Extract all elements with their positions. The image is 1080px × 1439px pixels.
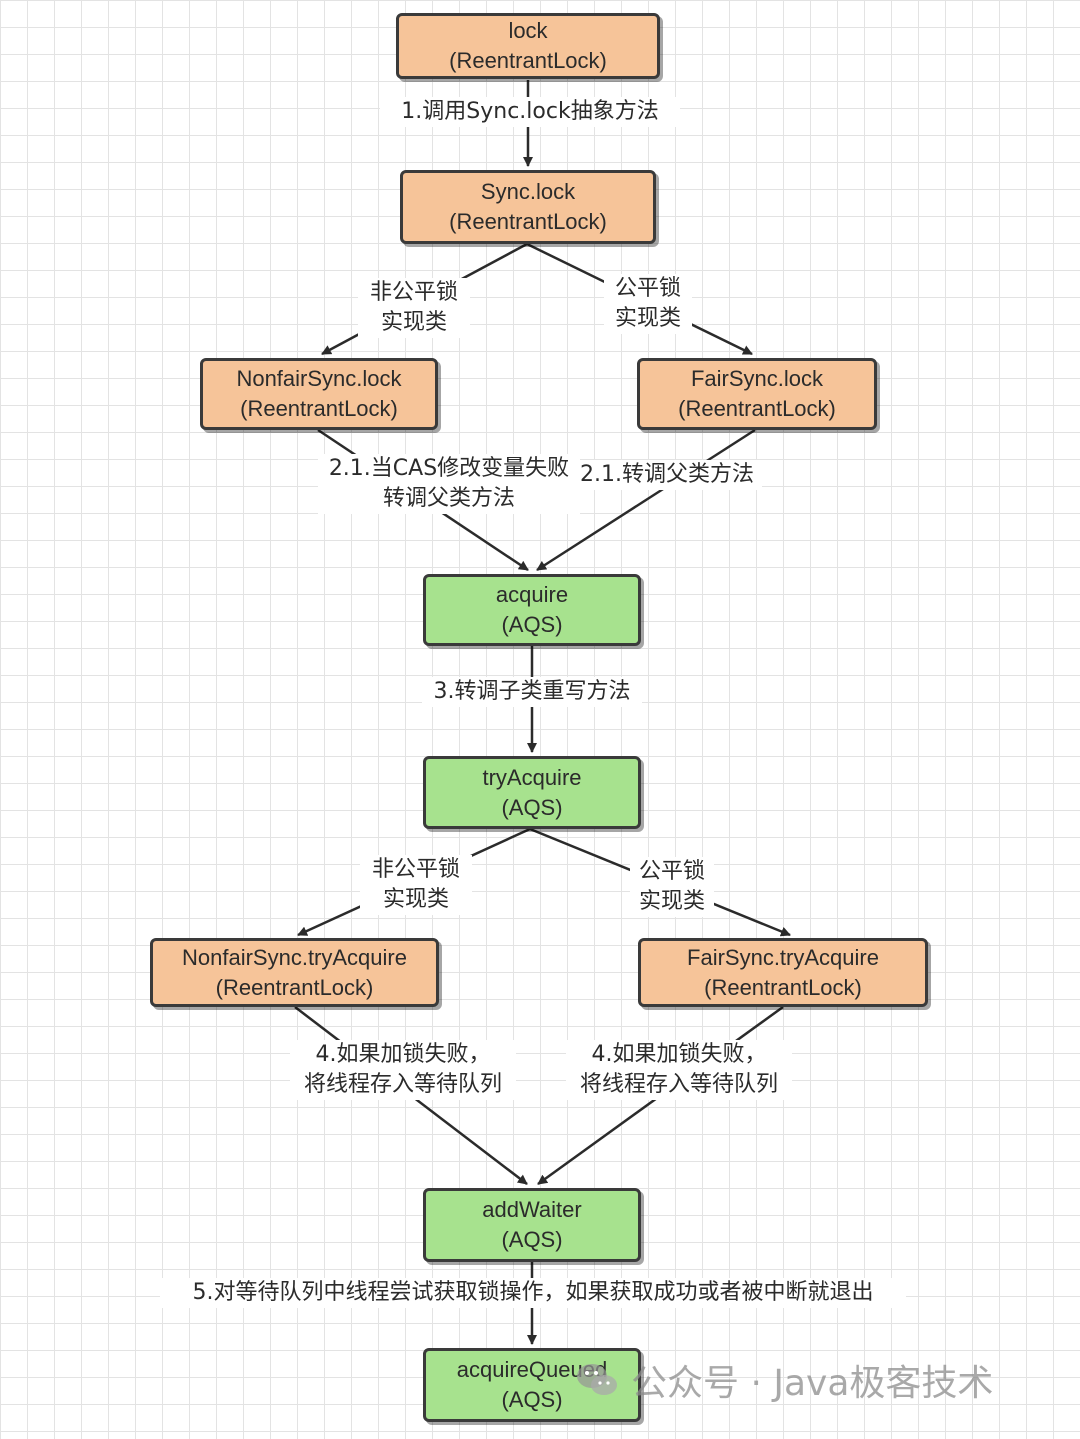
label-nonfair-impl-1: 非公平锁 实现类 (358, 278, 470, 338)
node-nonfair-try-acquire-owner: (ReentrantLock) (215, 974, 374, 1000)
node-fair-lock-owner: (ReentrantLock) (678, 396, 836, 421)
node-acquire-queued-owner: (AQS) (501, 1387, 563, 1412)
label-nonfair-impl-2-line1: 非公平锁 (371, 857, 460, 882)
label-step3: 3.转调子类重写方法 (422, 677, 642, 707)
node-nonfair-try-acquire: NonfairSync.tryAcquire (ReentrantLock) (150, 938, 439, 1007)
node-sync-lock-owner: (ReentrantLock) (449, 209, 607, 234)
label-step4-fair-line2: 将线程存入等待队列 (579, 1072, 778, 1097)
label-step2-1-fair: 2.1.转调父类方法 (572, 460, 762, 490)
node-fair-lock: FairSync.lock (ReentrantLock) (637, 358, 877, 430)
node-nonfair-try-acquire-name: NonfairSync.tryAcquire (182, 944, 407, 970)
node-acquire-name: acquire (495, 582, 569, 607)
watermark: 公众号 · Java极客技术 (575, 1350, 993, 1410)
node-nonfair-lock-owner: (ReentrantLock) (240, 396, 398, 421)
label-fair-impl-2-line2: 实现类 (638, 889, 705, 914)
label-nonfair-impl-2: 非公平锁 实现类 (360, 855, 472, 915)
node-try-acquire: tryAcquire (AQS) (423, 756, 641, 829)
label-step4-fair: 4.如果加锁失败， 将线程存入等待队列 (566, 1040, 792, 1100)
label-step2-1-nonfair-line1: 2.1.当CAS修改变量失败 (328, 456, 570, 481)
label-step5: 5.对等待队列中线程尝试获取锁操作，如果获取成功或者被中断就退出 (160, 1278, 906, 1308)
edge-fair-to-acquire (536, 428, 756, 572)
label-step2-1-nonfair-line2: 转调父类方法 (382, 486, 515, 511)
label-step1: 1.调用Sync.lock抽象方法 (380, 97, 680, 127)
node-nonfair-lock-name: NonfairSync.lock (236, 366, 402, 391)
label-step5-text: 5.对等待队列中线程尝试获取锁操作，如果获取成功或者被中断就退出 (192, 1280, 874, 1305)
label-step2-1-fair-text: 2.1.转调父类方法 (580, 462, 754, 487)
node-lock-name: lock (508, 18, 548, 43)
node-add-waiter-owner: (AQS) (501, 1227, 563, 1252)
node-try-acquire-name: tryAcquire (482, 764, 582, 790)
node-try-acquire-owner: (AQS) (501, 794, 563, 820)
label-nonfair-impl-1-line2: 实现类 (380, 310, 447, 335)
label-fair-impl-1-line1: 公平锁 (614, 276, 681, 301)
node-sync-lock: Sync.lock (ReentrantLock) (400, 170, 656, 244)
label-step1-text: 1.调用Sync.lock抽象方法 (401, 99, 659, 124)
label-nonfair-impl-2-line2: 实现类 (382, 887, 449, 912)
label-step2-1-nonfair: 2.1.当CAS修改变量失败 转调父类方法 (318, 454, 580, 514)
node-fair-try-acquire: FairSync.tryAcquire (ReentrantLock) (638, 938, 928, 1007)
node-acquire-owner: (AQS) (501, 612, 563, 637)
node-acquire: acquire (AQS) (423, 574, 641, 646)
label-step3-text: 3.转调子类重写方法 (433, 679, 631, 704)
label-step4-nonfair-line2: 将线程存入等待队列 (303, 1072, 502, 1097)
wechat-icon (577, 1364, 617, 1395)
node-fair-lock-name: FairSync.lock (690, 366, 824, 391)
label-nonfair-impl-1-line1: 非公平锁 (369, 280, 458, 305)
node-nonfair-lock: NonfairSync.lock (ReentrantLock) (200, 358, 438, 430)
watermark-text: 公众号 · Java极客技术 (631, 1363, 994, 1404)
label-step4-nonfair-line1: 4.如果加锁失败， (315, 1042, 491, 1067)
node-add-waiter-name: addWaiter (482, 1197, 582, 1222)
node-lock-owner: (ReentrantLock) (449, 48, 607, 73)
label-fair-impl-2-line1: 公平锁 (638, 859, 705, 884)
label-fair-impl-1-line2: 实现类 (614, 306, 681, 331)
label-step4-fair-line1: 4.如果加锁失败， (591, 1042, 767, 1067)
label-fair-impl-1: 公平锁 实现类 (604, 274, 692, 334)
node-fair-try-acquire-owner: (ReentrantLock) (704, 974, 862, 1000)
label-fair-impl-2: 公平锁 实现类 (630, 857, 714, 917)
node-add-waiter: addWaiter (AQS) (423, 1188, 641, 1262)
label-step4-nonfair: 4.如果加锁失败， 将线程存入等待队列 (290, 1040, 516, 1100)
node-sync-lock-name: Sync.lock (480, 179, 576, 204)
node-lock: lock (ReentrantLock) (396, 13, 660, 79)
node-fair-try-acquire-name: FairSync.tryAcquire (687, 944, 879, 970)
